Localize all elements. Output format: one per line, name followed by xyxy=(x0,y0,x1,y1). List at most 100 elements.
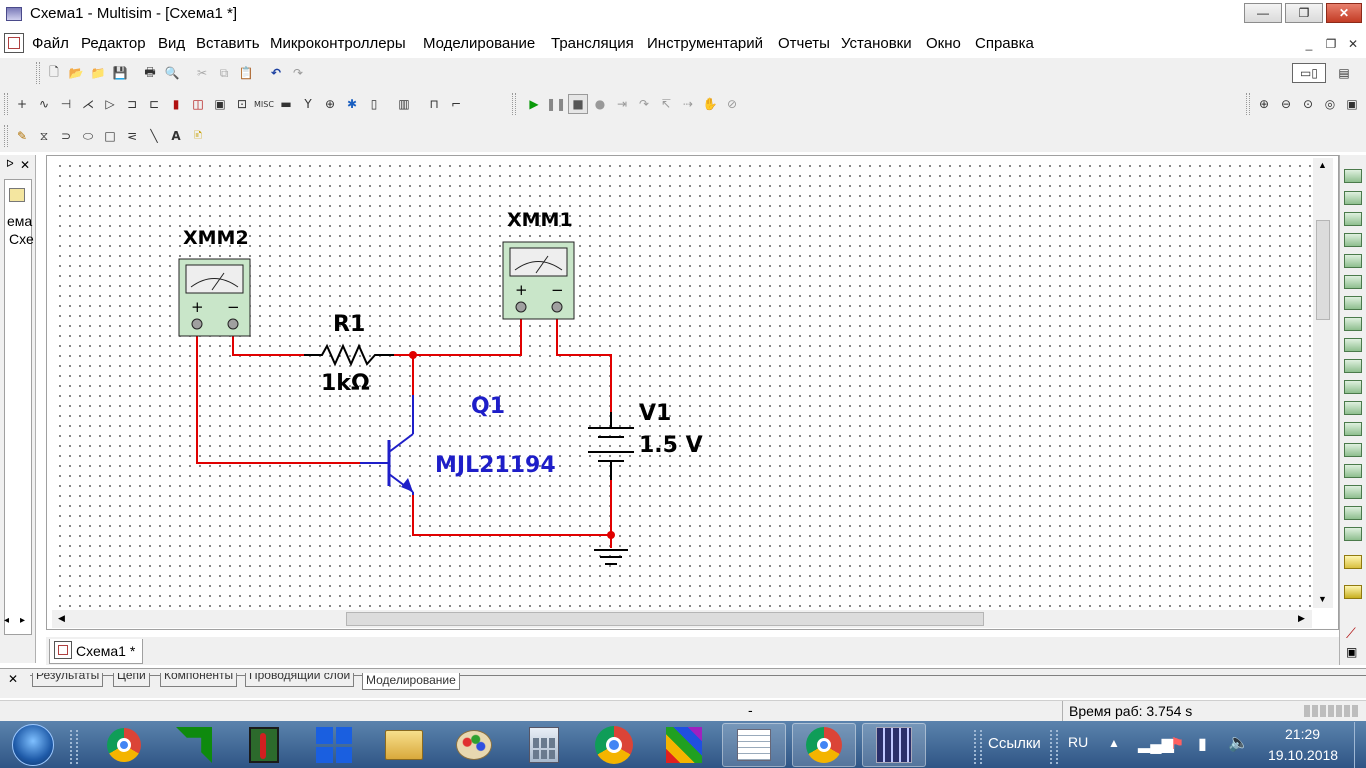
ground-symbol[interactable] xyxy=(594,549,628,565)
arc-icon[interactable]: ⊃ xyxy=(60,129,72,143)
logic-analyzer-icon[interactable] xyxy=(1344,359,1362,373)
misc-digital-icon[interactable]: ▮ xyxy=(172,97,180,111)
scroll-left-arrow[interactable]: ◂ xyxy=(4,615,10,626)
remove-breakpoints-icon[interactable]: ⊘ xyxy=(726,97,738,111)
network-analyzer-icon[interactable] xyxy=(1344,443,1362,457)
menu-edit[interactable]: Редактор xyxy=(81,35,146,52)
toolbar-options-icon[interactable]: ▤ xyxy=(1338,66,1350,80)
links-toolbar[interactable]: Ссылки xyxy=(988,735,1041,752)
tab-components[interactable]: Компоненты xyxy=(160,673,238,687)
notepad-icon[interactable] xyxy=(722,723,786,767)
calculator-icon[interactable] xyxy=(512,723,576,767)
step-over-icon[interactable]: ↷ xyxy=(638,97,650,111)
tektronix-oscilloscope-icon[interactable] xyxy=(1344,527,1362,541)
wattmeter-icon[interactable] xyxy=(1344,212,1362,226)
fullscreen-icon[interactable]: ▣ xyxy=(1346,97,1358,111)
menu-window[interactable]: Окно xyxy=(926,35,961,52)
menu-simulation[interactable]: Моделирование xyxy=(423,35,536,52)
mdi-restore-button[interactable]: ❐ xyxy=(1325,37,1337,51)
undo-icon[interactable]: ↶ xyxy=(270,66,282,80)
stop-icon[interactable]: ■ xyxy=(568,94,588,114)
bus-icon[interactable]: ⊓ xyxy=(429,97,439,111)
menu-tools[interactable]: Инструментарий xyxy=(647,35,764,52)
menu-file[interactable]: Файл xyxy=(32,35,69,52)
toolbar-grip[interactable] xyxy=(512,93,516,115)
show-hidden-icons-icon[interactable]: ▲ xyxy=(1108,736,1120,750)
redo-icon[interactable]: ↷ xyxy=(292,66,304,80)
paint-icon[interactable] xyxy=(442,723,506,767)
distortion-analyzer-icon[interactable] xyxy=(1344,401,1362,415)
scroll-left-arrow[interactable]: ◀ xyxy=(58,613,65,623)
resistor-label[interactable]: R1 xyxy=(333,312,365,337)
agilent-oscilloscope-icon[interactable] xyxy=(1344,506,1362,520)
polygon-icon[interactable]: ⧖ xyxy=(39,128,49,143)
pause-icon[interactable]: ❚❚ xyxy=(545,97,567,111)
source-value[interactable]: 1.5 V xyxy=(639,433,703,458)
menu-help[interactable]: Справка xyxy=(975,35,1034,52)
zoom-area-icon[interactable]: ⊙ xyxy=(1302,97,1314,111)
text-icon[interactable]: A xyxy=(171,129,181,143)
schematic-sheet[interactable]: + − XMM2 + − XMM1 R1 1kΩ xyxy=(52,158,1312,608)
analog-icon[interactable]: ▷ xyxy=(105,97,115,111)
close-button[interactable]: ✕ xyxy=(1326,3,1362,23)
meter-terminal-minus[interactable] xyxy=(227,318,239,330)
transistor-q1[interactable]: Q1 MJL21194 xyxy=(360,394,556,495)
multimeter-icon[interactable] xyxy=(1344,169,1362,183)
kaspersky-icon[interactable] xyxy=(652,723,716,767)
project-folder-icon[interactable] xyxy=(9,188,25,202)
dc-source-v1[interactable]: V1 1.5 V xyxy=(588,401,703,480)
resistor-value[interactable]: 1kΩ xyxy=(321,371,370,396)
electromechanical-icon[interactable]: ⊕ xyxy=(324,97,336,111)
polyline-icon[interactable]: ⋜ xyxy=(126,129,138,143)
vertical-scrollbar[interactable]: ▲ ▼ xyxy=(1313,158,1333,608)
minimize-button[interactable]: — xyxy=(1244,3,1282,23)
taskbar-grip[interactable] xyxy=(70,730,78,764)
meter-label[interactable]: XMM2 xyxy=(183,227,249,249)
project-tree[interactable]: ема Схе xyxy=(4,179,34,635)
spectrum-analyzer-icon[interactable] xyxy=(1344,422,1362,436)
file-explorer-icon[interactable] xyxy=(372,723,436,767)
zoom-out-icon[interactable]: ⊖ xyxy=(1280,97,1292,111)
toggle-view-icon[interactable]: ▭▯ xyxy=(1292,63,1326,83)
zoom-in-icon[interactable]: ⊕ xyxy=(1258,97,1270,111)
start-orb[interactable] xyxy=(12,724,54,766)
meter-terminal-minus[interactable] xyxy=(551,301,563,313)
network-icon[interactable]: ▂▄▆ xyxy=(1138,736,1174,753)
open-folder-icon[interactable]: 📂 xyxy=(68,66,84,80)
chrome-active-icon[interactable] xyxy=(792,723,856,767)
chrome-icon[interactable] xyxy=(92,723,156,767)
logic-converter-icon[interactable] xyxy=(1344,338,1362,352)
menu-insert[interactable]: Вставить xyxy=(196,35,260,52)
panel-close-button[interactable]: ✕ xyxy=(20,158,31,172)
rectangle-icon[interactable]: □ xyxy=(104,129,116,143)
mixed-icon[interactable]: ◫ xyxy=(192,97,204,111)
tree-item-text[interactable]: ема xyxy=(7,213,33,229)
horizontal-scroll-thumb[interactable] xyxy=(346,612,984,626)
ttl-icon[interactable]: ⊐ xyxy=(126,97,138,111)
copy-icon[interactable]: ⧉ xyxy=(219,65,229,80)
panel-options-icon[interactable]: ▣ xyxy=(1346,645,1358,659)
power-icon[interactable]: ⊡ xyxy=(236,97,248,111)
tree-item-text[interactable]: Схе xyxy=(9,231,34,247)
mdi-close-button[interactable]: ✕ xyxy=(1347,37,1359,51)
clock-time[interactable]: 21:29 xyxy=(1285,726,1321,742)
toolbar-grip[interactable] xyxy=(4,125,8,147)
menu-options[interactable]: Установки xyxy=(841,35,912,52)
agilent-generator-icon[interactable] xyxy=(1344,464,1362,478)
print-icon[interactable]: 🖶 xyxy=(144,64,156,79)
source-label[interactable]: V1 xyxy=(639,401,671,426)
junction-dot[interactable] xyxy=(409,351,417,359)
vertical-scroll-thumb[interactable] xyxy=(1316,220,1330,320)
paste-icon[interactable]: 📋 xyxy=(238,66,254,80)
menu-view[interactable]: Вид xyxy=(158,35,186,52)
place-picture-icon[interactable]: ✎ xyxy=(16,129,28,143)
toolbar-grip[interactable] xyxy=(36,62,40,84)
bus-entry-icon[interactable]: ⌐ xyxy=(450,97,462,111)
agilent-multimeter-icon[interactable] xyxy=(1344,485,1362,499)
multimeter-xmm1[interactable]: + − XMM1 xyxy=(502,209,575,320)
resistor-r1[interactable]: R1 1kΩ xyxy=(304,312,394,396)
tab-simulation[interactable]: Моделирование xyxy=(362,673,460,690)
wires[interactable] xyxy=(196,312,615,548)
document-icon[interactable] xyxy=(4,33,24,53)
print-preview-icon[interactable]: 🔍 xyxy=(164,66,180,80)
